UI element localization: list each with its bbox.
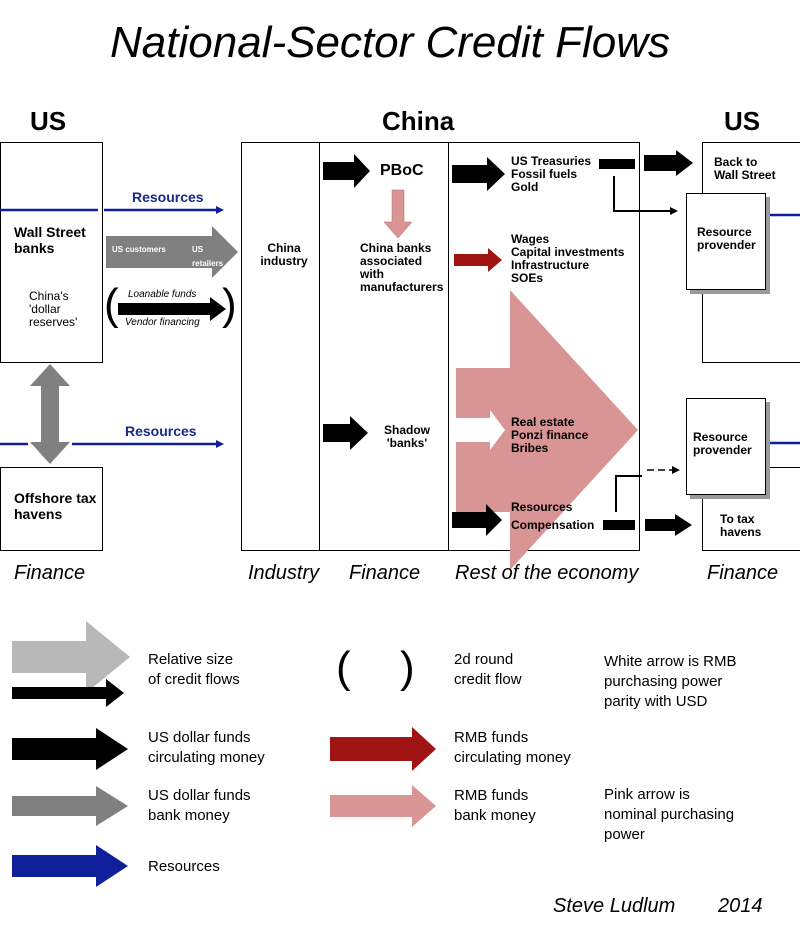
axis-label-rest-of-economy: Rest of the economy [455,562,639,584]
resource-provender-box-1: Resource provender [686,193,766,290]
legend-white-arrow-note: White arrow is RMB purchasing power pari… [604,653,737,710]
black-loanable-arrow [118,297,226,321]
resources-top-label: Resources [132,189,204,205]
offshore-box [0,467,103,551]
pboc-to-banks-arrow [383,189,413,239]
region-china: China [382,106,455,136]
resource-provender-label-1: Resource provender [697,225,756,252]
left-paren: ( [104,280,119,329]
gray-double-arrow [30,364,70,464]
back-to-wall-street-label: Back to Wall Street [714,155,776,182]
resources-bottom-label: Resources [125,423,197,439]
loanable-funds-label: Loanable funds [128,289,197,300]
author-credit: Steve Ludlum [553,895,676,917]
legend-right-paren: ) [400,643,415,692]
group3-item-1: Ponzi finance [511,428,589,442]
economy-resources-label: Resources [511,500,573,514]
resources-arrow [452,504,502,536]
axis-label-finance-left: Finance [14,562,86,584]
vendor-financing-label: Vendor financing [125,317,200,328]
legend-rmb-bank: RMB funds bank money [454,787,536,824]
year-credit: 2014 [718,895,763,917]
pink-big-arrow [456,290,638,570]
to-tax-havens-label: To tax havens [720,512,762,539]
group2-item-0: Wages [511,232,550,246]
legend-usd-circulating: US dollar funds circulating money [148,729,265,766]
gray-bank-money-arrow [106,226,238,278]
china-industry-label: China industry [260,241,308,268]
legend-light-gray-arrow [12,621,130,693]
group2-item-3: SOEs [511,271,544,285]
legend-dark-red-arrow [330,727,436,771]
group1-item-2: Gold [511,180,539,194]
white-ppp-arrow [456,410,505,450]
legend-pink-arrow-note: Pink arrow is nominal purchasing power [604,786,735,843]
us-retailers-label: US retailers [192,245,224,268]
dollar-reserves-label: China's 'dollar reserves' [29,289,78,329]
treasuries-arrow [452,157,505,191]
pboc-label: PBoC [380,162,424,179]
wall-street-box [0,142,103,363]
legend-resources: Resources [148,858,220,875]
axis-label-industry: Industry [248,562,320,584]
group2-item-1: Capital investments [511,245,625,259]
legend-relative-size: Relative size of credit flows [148,651,240,688]
offshore-label: Offshore tax havens [14,490,97,522]
resource-provender-label-2: Resource provender [693,430,752,457]
legend-thin-black-arrow [12,679,124,707]
axis-label-finance-china: Finance [349,562,421,584]
axis-label-finance-right: Finance [707,562,779,584]
right-paren: ) [222,280,237,329]
pboc-arrow [323,154,370,188]
group3-item-0: Real estate [511,415,575,429]
region-us-right: US [724,106,761,136]
group3-item-2: Bribes [511,441,549,455]
legend-blue-arrow [12,845,128,887]
shadow-banks-label: Shadow 'banks' [383,423,430,450]
group1-item-0: US Treasuries [511,154,592,168]
legend-usd-bank: US dollar funds bank money [148,787,251,824]
group1-item-1: Fossil fuels [511,167,578,181]
china-banks-label: China banks associated with manufacturer… [360,241,444,294]
legend-second-round: 2d round credit flow [454,651,522,688]
wages-arrow [454,248,502,272]
economy-compensation-label: Compensation [511,518,595,532]
legend-pink-arrow [330,785,436,827]
page-title: National-Sector Credit Flows [110,18,670,67]
resource-provender-box-2: Resource provender [686,398,766,495]
to-tax-havens-arrow [645,514,692,536]
legend-black-arrow [12,728,128,770]
wall-street-label: Wall Street banks [14,224,86,256]
region-us-left: US [30,106,67,136]
us-customers-label: US customers [112,245,166,254]
legend-gray-arrow [12,786,128,826]
shadow-banks-arrow [323,416,368,450]
back-to-wall-street-arrow [644,150,693,176]
legend-left-paren: ( [336,643,351,692]
legend-rmb-circulating: RMB funds circulating money [454,729,571,766]
group2-item-2: Infrastructure [511,258,590,272]
